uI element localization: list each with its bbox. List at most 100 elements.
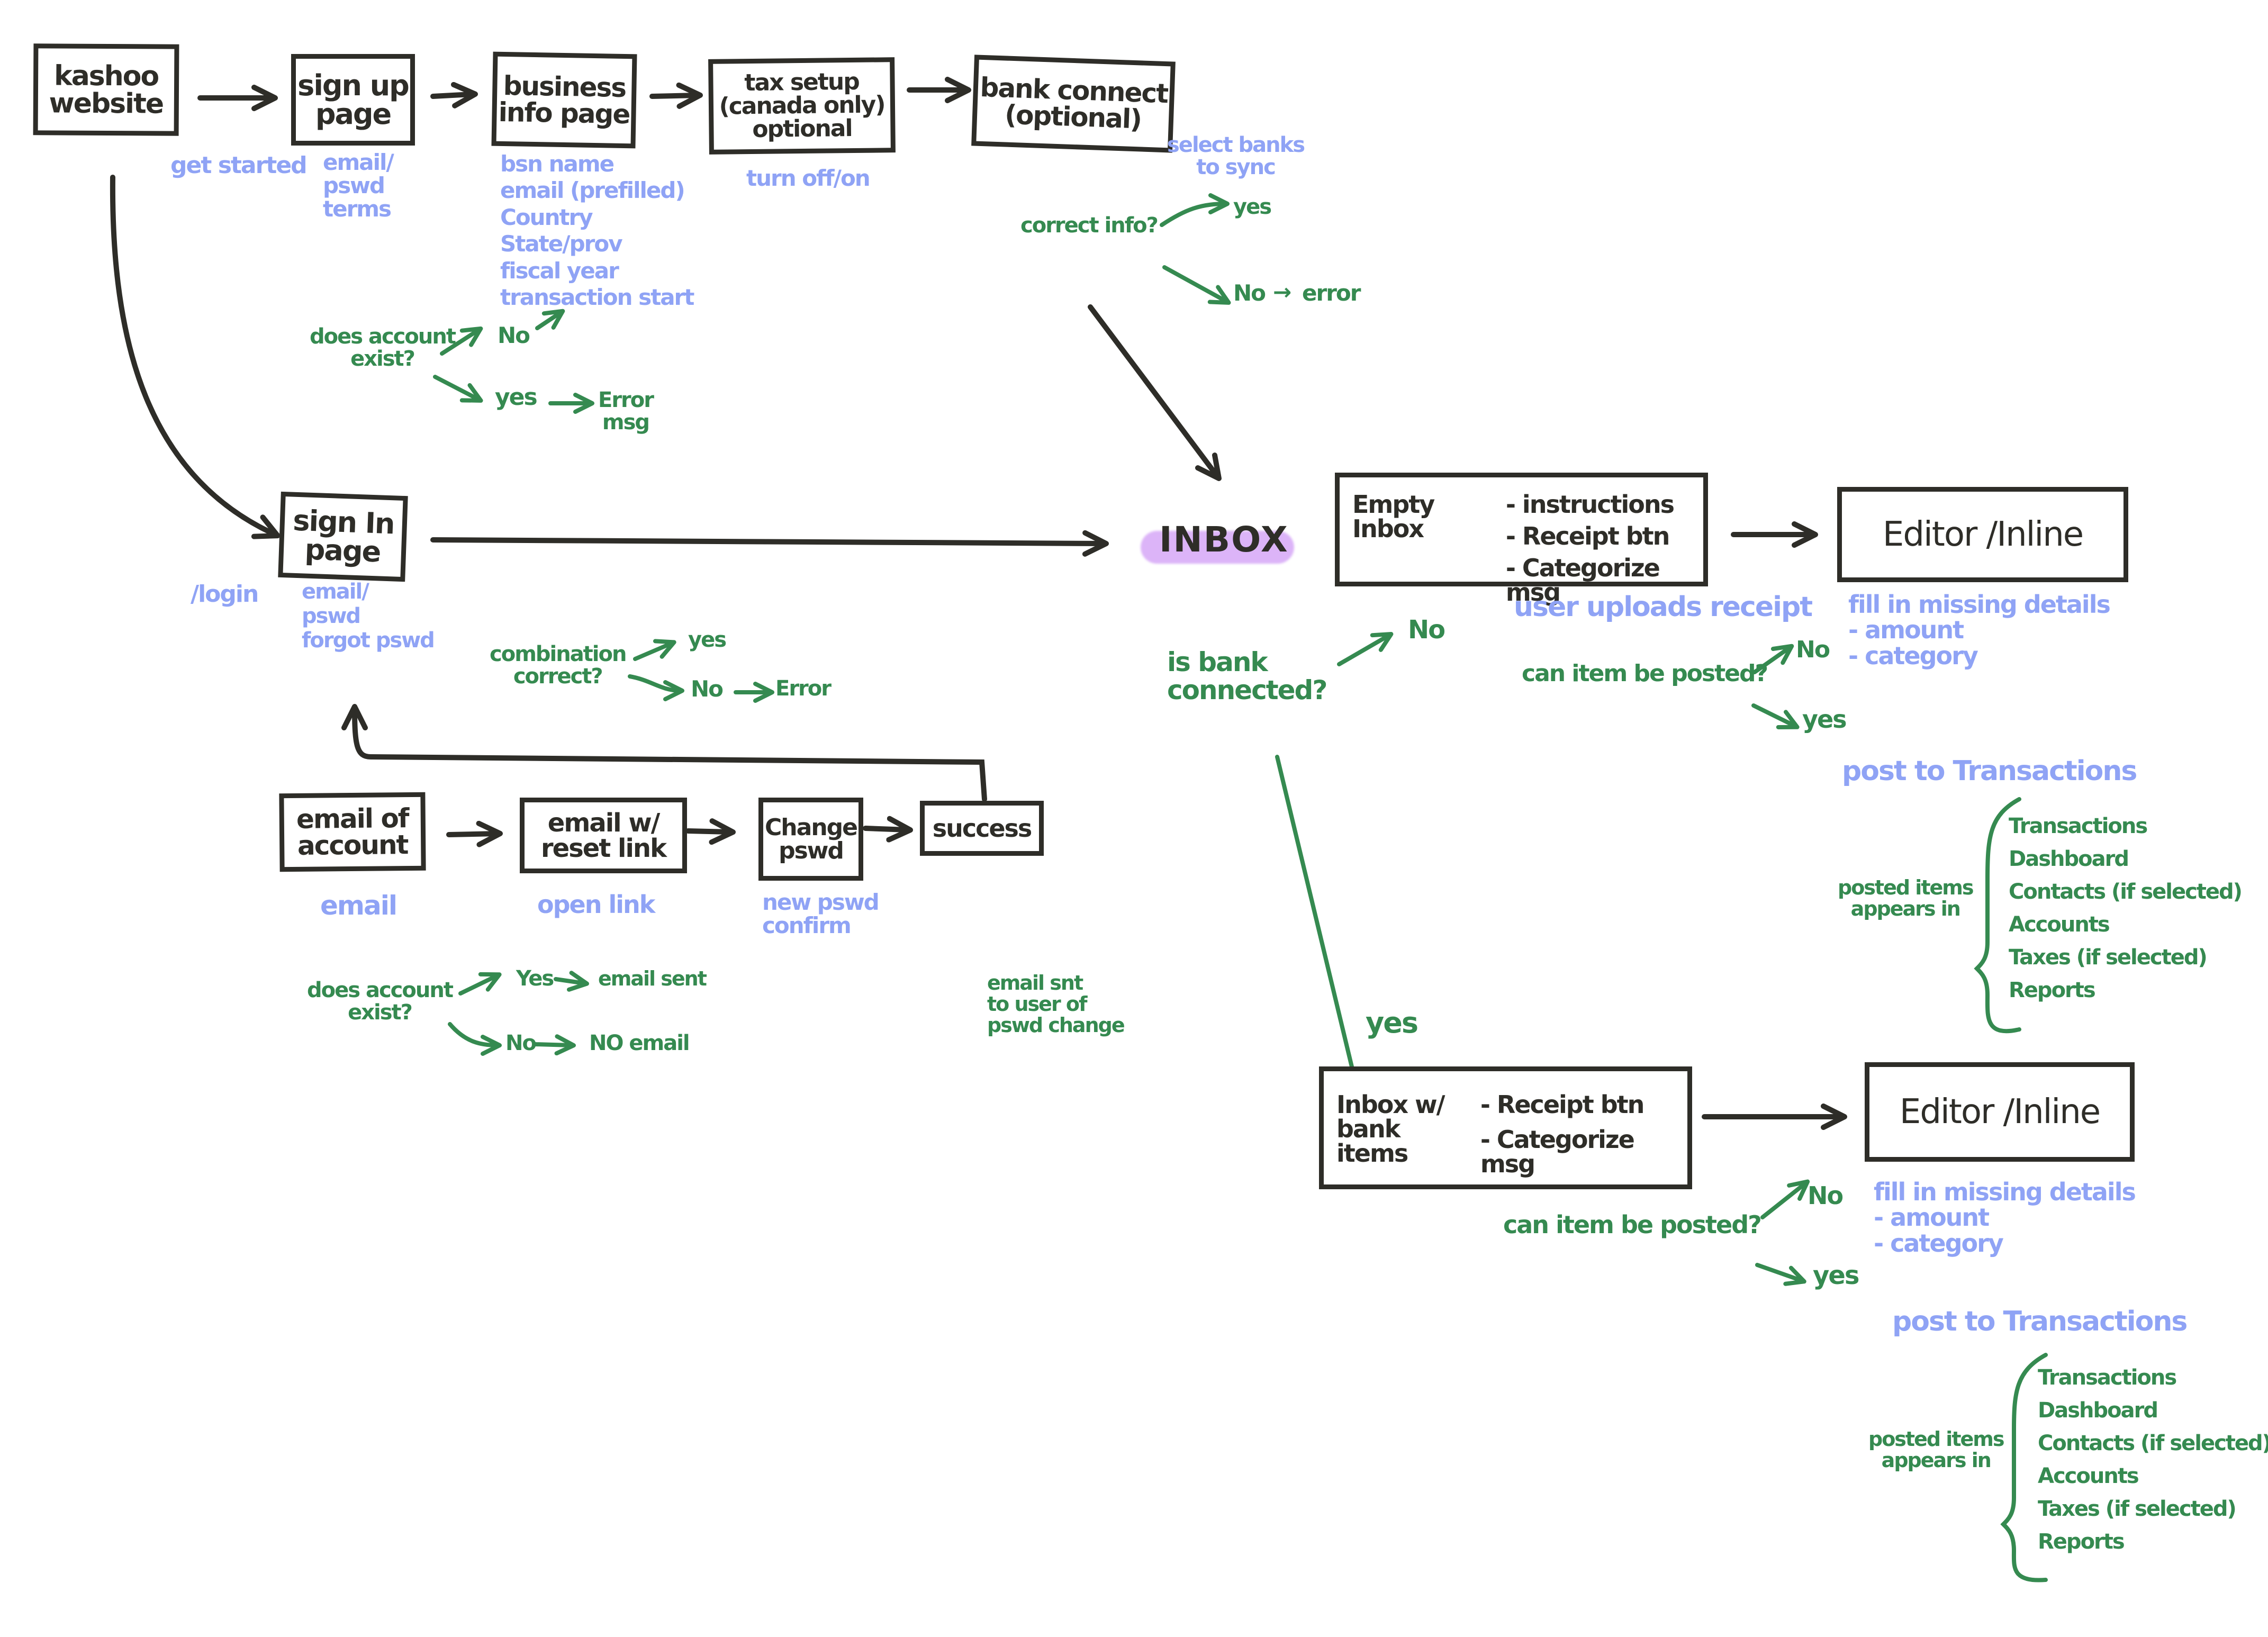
tax-toggle-note: turn off/on <box>746 165 871 191</box>
get-started-note: get started <box>170 152 308 179</box>
can-post-yes-label-2: yes <box>1813 1261 1859 1290</box>
sign-up-page-label: sign up page <box>297 68 410 131</box>
new-pswd-note: new pswd confirm <box>762 889 880 939</box>
tax-setup-label: tax setup (canada only) optional <box>719 68 885 143</box>
can-post-no-label-1: No <box>1796 636 1830 663</box>
signin-error-label: Error <box>775 676 832 701</box>
arrow-signup-no-continue <box>535 309 565 330</box>
arrow-signin-to-inbox <box>430 530 1109 557</box>
arrow-reset-no-email <box>532 1034 576 1056</box>
signup-account-exists-question: does account exist? <box>310 324 456 371</box>
inbox-bank-item: - Receipt btn <box>1480 1090 1645 1119</box>
arrow-reset-yes-sent <box>554 971 589 992</box>
posted-item: Reports <box>2038 1530 2125 1554</box>
kashoo-website-box: kashoo website <box>33 43 179 136</box>
post-to-transactions-note-1: post to Transactions <box>1842 755 2137 787</box>
posted-items-label-2: posted items appears in <box>1868 1427 2004 1472</box>
success-box: success <box>920 801 1044 856</box>
empty-inbox-title: Empty Inbox <box>1352 490 1435 543</box>
arrow-post2-yes <box>1755 1263 1806 1286</box>
empty-inbox-item: - Receipt btn <box>1505 522 1670 550</box>
posted-item: Accounts <box>2009 912 2110 937</box>
empty-inbox-item: - Categorize msg <box>1505 554 1660 607</box>
brace-posted-items-1 <box>1974 797 2021 1034</box>
signup-yes-label: yes <box>495 384 538 411</box>
sign-in-page-box: sign In page <box>278 491 408 582</box>
posted-item: Dashboard <box>2009 847 2129 871</box>
arrow-post1-no <box>1752 644 1794 674</box>
posted-item: Transactions <box>2038 1365 2177 1390</box>
posted-item: Contacts (if selected) <box>2009 880 2243 904</box>
inbox-highlight <box>1141 531 1294 564</box>
reset-no-label: No <box>505 1031 537 1055</box>
arrow-signin-yes <box>633 639 676 661</box>
sign-in-fields-note: email/ pswd forgot pswd <box>302 580 435 653</box>
email-reset-link-box: email w/ reset link <box>520 798 687 873</box>
signin-combination-question: combination correct? <box>490 642 627 689</box>
sign-up-fields-note: email/ pswd terms <box>323 149 394 222</box>
success-label: success <box>932 814 1033 843</box>
posted-item: Taxes (if selected) <box>2038 1497 2237 1521</box>
editor-inline-label-1: Editor /Inline <box>1882 515 2084 554</box>
email-of-account-box: email of account <box>279 792 426 872</box>
signup-no-label: No <box>498 322 530 348</box>
posted-item: Contacts (if selected) <box>2038 1431 2268 1455</box>
tax-setup-box: tax setup (canada only) optional <box>708 57 896 155</box>
bank-correct-info-question: correct info? <box>1020 213 1159 238</box>
inbox-bank-item: - Categorize msg <box>1480 1125 1635 1178</box>
bank-connected-yes-label: yes <box>1366 1006 1418 1039</box>
login-note: /login <box>191 581 259 608</box>
sign-up-page-box: sign up page <box>291 54 415 146</box>
kashoo-website-label: kashoo website <box>49 59 164 120</box>
email-field-note: email <box>320 890 397 921</box>
empty-inbox-item: - instructions <box>1505 490 1675 519</box>
posted-item: Dashboard <box>2038 1398 2158 1423</box>
arrow-bank-no <box>1162 265 1231 305</box>
arrow-reset-no <box>448 1022 502 1056</box>
reset-email-sent-label: email sent <box>598 967 707 990</box>
posted-item: Reports <box>2009 978 2096 1002</box>
can-post-no-label-2: No <box>1808 1181 1844 1210</box>
arrow-bank-to-inbox <box>1088 304 1222 481</box>
arrow-signup-yes <box>433 375 483 403</box>
brace-posted-items-2 <box>2000 1353 2048 1582</box>
can-post-question-1: can item be posted? <box>1522 660 1768 687</box>
bank-error-arrow: → <box>1273 279 1291 305</box>
empty-inbox-items: - instructions - Receipt btn - Categoriz… <box>1506 492 1691 612</box>
posted-item: Accounts <box>2038 1464 2139 1488</box>
success-email-note: email snt to user of pswd change <box>987 971 1125 1037</box>
arrow-success-back-to-signin <box>341 704 987 802</box>
open-link-note: open link <box>537 890 655 919</box>
sign-in-page-label: sign In page <box>292 503 395 569</box>
reset-no-email-label: NO email <box>589 1031 690 1055</box>
signin-yes-label: yes <box>688 628 727 652</box>
user-uploads-receipt-note: user uploads receipt <box>1514 591 1813 623</box>
post-to-transactions-note-2: post to Transactions <box>1892 1306 2188 1337</box>
arrow-reset-to-change <box>685 818 736 845</box>
editor-inline-label-2: Editor /Inline <box>1899 1092 2101 1132</box>
arrow-business-to-tax <box>649 82 703 109</box>
posted-items-label-1: posted items appears in <box>1838 876 1974 920</box>
arrow-kashoo-to-signin <box>110 175 281 539</box>
reset-account-exists-question: does account exist? <box>307 978 454 1025</box>
inbox-bank-items-title: Inbox w/ bank items <box>1336 1090 1445 1168</box>
business-fields-note: bsn name email (prefilled) Country State… <box>500 151 694 310</box>
empty-inbox-box: Empty Inbox - instructions - Receipt btn… <box>1335 473 1708 604</box>
editor-inline-box-1: Editor /Inline <box>1837 487 2128 582</box>
inbox-label: INBOX <box>1159 519 1289 560</box>
arrow-change-to-success <box>863 816 913 843</box>
arrow-bank-connected-no <box>1337 631 1394 666</box>
is-bank-connected-question: is bank connected? <box>1167 647 1327 706</box>
can-post-yes-label-1: yes <box>1802 705 1847 734</box>
posted-item: Transactions <box>2009 814 2148 838</box>
select-banks-note: select banks to sync <box>1167 133 1305 179</box>
arrow-signin-no <box>628 674 684 701</box>
arrow-bank-yes <box>1160 193 1230 227</box>
arrow-reset-yes <box>458 972 502 996</box>
inbox-bank-items-list: - Receipt btn - Categorize msg <box>1480 1092 1675 1183</box>
bank-connect-box: bank connect (optional) <box>971 55 1176 153</box>
email-reset-link-label: email w/ reset link <box>540 808 667 863</box>
posted-items-list-2: Transactions Dashboard Contacts (if sele… <box>2038 1361 2268 1558</box>
